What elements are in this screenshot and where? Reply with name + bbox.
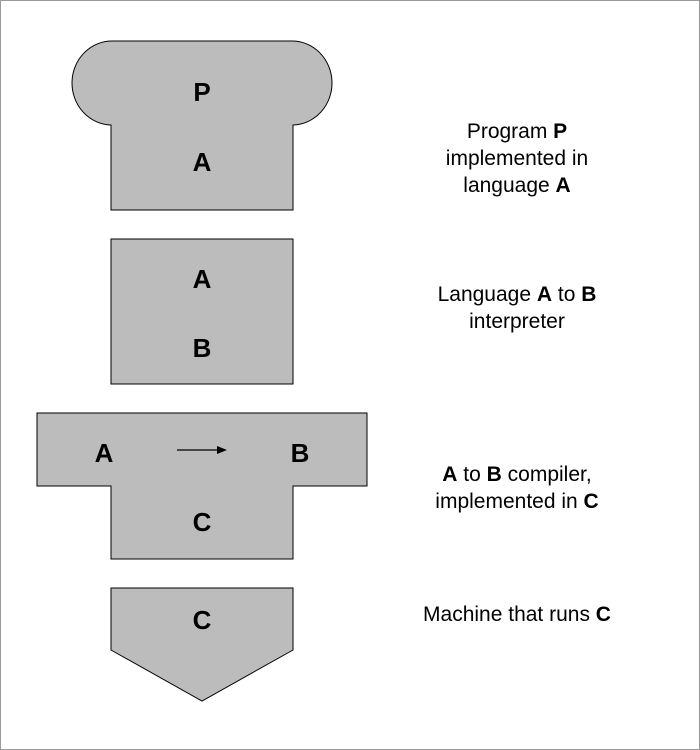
compiler-target-label: B — [291, 438, 310, 468]
interpreter-shape: A B — [110, 238, 294, 385]
interpreter-desc-bold-1: A — [536, 283, 553, 306]
machine-description: Machine that runs C — [407, 601, 627, 628]
program-desc-text-2: implemented in — [445, 147, 589, 170]
compiler-shape: A B C — [36, 412, 368, 560]
compiler-description: A to B compiler, implemented in C — [407, 461, 627, 515]
compiler-desc-bold-2: B — [486, 463, 502, 486]
compiler-impl-label: C — [193, 507, 212, 537]
interpreter-desc-text-1: Language — [437, 283, 537, 306]
compiler-desc-bold-1: A — [442, 463, 458, 486]
machine-label: C — [193, 605, 212, 635]
interpreter-top-label: A — [193, 264, 212, 294]
program-outline — [71, 40, 333, 211]
program-desc-bold-2: A — [555, 174, 571, 197]
right-arrow-icon — [177, 446, 227, 454]
interpreter-desc-text-2: to — [552, 283, 582, 306]
program-shape: P A — [71, 40, 333, 211]
interpreter-desc-text-3: interpreter — [469, 310, 565, 333]
interpreter-desc-bold-2: B — [581, 283, 597, 306]
interpreter-outline — [110, 238, 294, 385]
program-desc-bold-1: P — [553, 120, 568, 143]
compiler-desc-bold-3: C — [583, 490, 599, 513]
program-desc-text-1: Program — [466, 120, 554, 143]
program-top-label: P — [193, 77, 210, 107]
compiler-desc-text-3: implemented in — [435, 490, 584, 513]
program-desc-text-3: language — [463, 174, 556, 197]
program-bottom-label: A — [193, 147, 212, 177]
compiler-outline — [36, 412, 368, 560]
machine-outline — [110, 587, 294, 702]
program-description: Program P implemented in language A — [407, 118, 627, 199]
compiler-source-label: A — [95, 438, 114, 468]
compiler-desc-text-2: compiler, — [501, 463, 592, 486]
compiler-desc-text-1: to — [457, 463, 487, 486]
interpreter-description: Language A to B interpreter — [407, 281, 627, 335]
interpreter-bottom-label: B — [193, 333, 212, 363]
machine-desc-bold-1: C — [595, 603, 611, 626]
machine-shape: C — [110, 587, 294, 702]
machine-desc-text-1: Machine that runs — [423, 603, 596, 626]
